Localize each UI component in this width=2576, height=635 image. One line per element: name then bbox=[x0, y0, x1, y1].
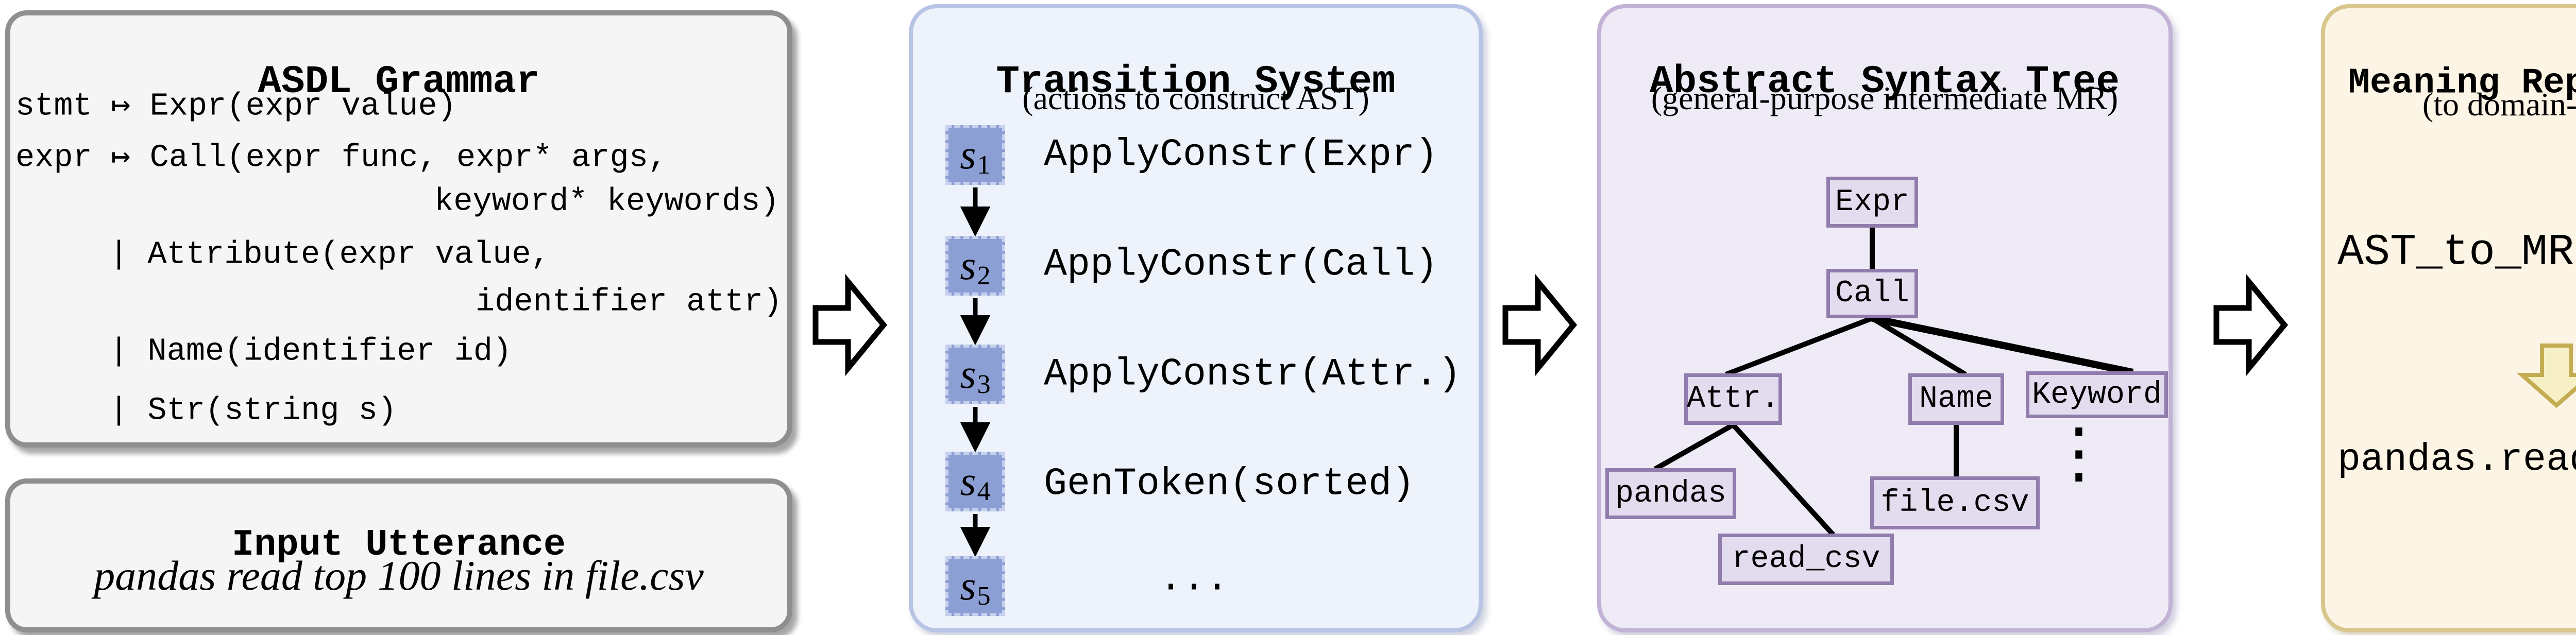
asdl-grammar-panel bbox=[5, 10, 792, 448]
ast-node-call: Call bbox=[1826, 269, 1918, 318]
input-utterance-title: Input Utterance bbox=[231, 523, 566, 566]
mr-subtitle: (to domain-specific MR) bbox=[2422, 86, 2576, 123]
vertical-ellipsis-icon: ⋮ bbox=[2045, 413, 2112, 491]
mr-code-line: pandas.read_csv( bbox=[2337, 438, 2576, 482]
ast-node-name: Name bbox=[1908, 373, 2004, 425]
transition-system-panel bbox=[909, 4, 1483, 632]
ast-title: Abstract Syntax Tree bbox=[1649, 60, 2120, 105]
asdl-grammar-title: ASDL Grammar bbox=[258, 60, 540, 105]
action-ellipsis: ... bbox=[1159, 557, 1229, 602]
input-utterance-panel bbox=[5, 478, 792, 632]
action-label: ApplyConstr(Expr) bbox=[1044, 133, 1438, 177]
ast-subtitle: (general-purpose intermediate MR) bbox=[1651, 80, 2119, 116]
action-label: GenToken(sorted) bbox=[1044, 462, 1415, 506]
ast-node-keyword: Keyword bbox=[2026, 371, 2168, 418]
grammar-line: keyword* keywords) bbox=[434, 183, 779, 220]
grammar-line: identifier attr) bbox=[476, 283, 783, 320]
action-label: ApplyConstr(Call) bbox=[1044, 243, 1438, 287]
flow-arrow-icon bbox=[812, 273, 888, 376]
grammar-line: expr ↦ Call(expr func, expr* args, bbox=[15, 139, 668, 176]
grammar-line: | Name(identifier id) bbox=[109, 333, 512, 370]
mr-title: Meaning Representation bbox=[2348, 63, 2576, 104]
ast-node-attr: Attr. bbox=[1684, 373, 1782, 425]
transition-system-title: Transition System bbox=[996, 60, 1396, 105]
ast-to-mr-call-open: AST_to_MR( bbox=[2337, 227, 2576, 278]
flow-arrow-icon bbox=[2213, 273, 2289, 376]
ast-node-expr: Expr bbox=[1826, 177, 1918, 228]
grammar-line: stmt ↦ Expr(expr value) bbox=[15, 88, 456, 125]
grammar-line: | Attribute(expr value, bbox=[109, 236, 550, 273]
transition-system-subtitle: (actions to construct AST) bbox=[1022, 80, 1369, 116]
input-utterance-text: pandas read top 100 lines in file.csv bbox=[94, 552, 704, 599]
ast-node-file-csv: file.csv bbox=[1870, 476, 2040, 529]
meaning-representation-panel bbox=[2321, 4, 2576, 632]
ast-edges bbox=[1653, 228, 2134, 537]
flow-arrow-icon bbox=[1502, 273, 1578, 376]
grammar-line: | Str(string s) bbox=[109, 392, 397, 429]
action-label: ApplyConstr(Attr.) bbox=[1044, 352, 1462, 397]
ast-node-pandas: pandas bbox=[1605, 468, 1736, 519]
down-arrow-icon bbox=[2516, 344, 2576, 408]
ast-node-read-csv: read_csv bbox=[1718, 534, 1894, 585]
